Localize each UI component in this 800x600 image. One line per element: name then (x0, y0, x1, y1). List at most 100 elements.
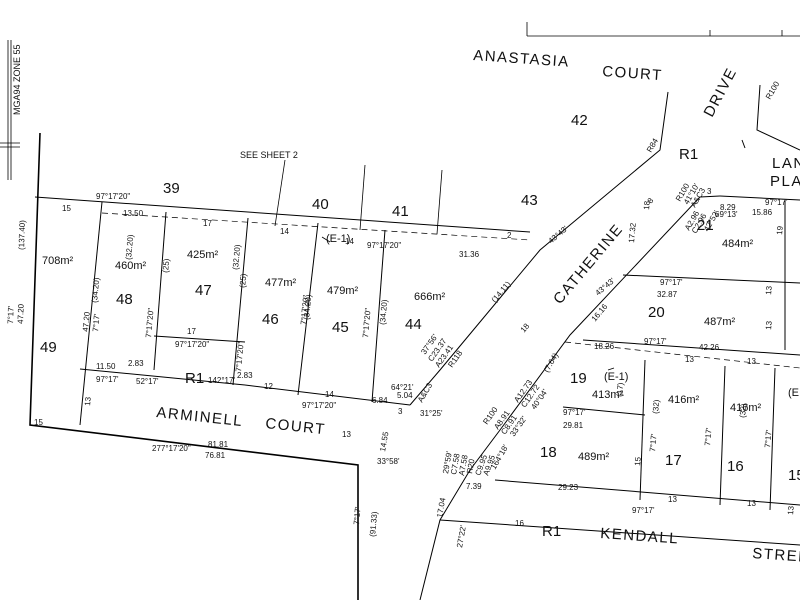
dim: 7°17' (91, 313, 102, 332)
dim: 97°17' (96, 375, 119, 384)
sheet-note: SEE SHEET 2 (240, 150, 298, 160)
dim: 7°17' (648, 433, 659, 452)
dim: 97°17'20" (96, 192, 130, 201)
dim: 47.20 (81, 311, 92, 332)
dim: 5.04 (397, 391, 413, 400)
dim: 31°25' (420, 409, 443, 418)
dim: 13 (764, 285, 774, 295)
dim: 3 (707, 187, 712, 196)
dim: 12 (264, 382, 273, 391)
dim: 2 (507, 231, 512, 240)
dimension-labels: 97°17'20" 15 13.50 17 14 14 97°17'20" 31… (6, 79, 796, 548)
dim: 13 (747, 357, 756, 366)
dim: 42.26 (699, 343, 720, 352)
dim: 7°17' (6, 305, 16, 324)
lot-18: 18 (540, 444, 557, 461)
dim: 2.83 (128, 359, 144, 368)
easement-e1-b: (E-1) (604, 371, 628, 383)
dim: 14 (280, 227, 289, 236)
dim: 7°17'20" (361, 308, 373, 339)
lot-47: 47 (195, 282, 212, 299)
dim: 16 (515, 519, 524, 528)
lot-21-area: 484m² (722, 238, 754, 250)
lot-48: 48 (116, 291, 133, 308)
lot-40: 40 (312, 196, 329, 213)
lot-20: 20 (648, 304, 665, 321)
lot-19-area: 413m² (592, 389, 624, 401)
dim: (25) (238, 273, 248, 288)
dim: 13.50 (123, 209, 144, 218)
dim: A&C3 (416, 381, 435, 404)
dim: 13 (764, 320, 774, 330)
dim: 32.87 (657, 290, 678, 299)
road-court-arminell: COURT (265, 415, 327, 438)
dim: R20 (465, 458, 477, 475)
dim: 15 (62, 204, 71, 213)
lot-47-area: 425m² (187, 249, 219, 261)
dim: (25) (161, 258, 171, 273)
dim: 7°17' (703, 427, 714, 446)
dim: 14 (345, 237, 354, 246)
dim: 8.29 (720, 203, 736, 212)
dim: 69°13' (715, 210, 738, 219)
dim: 3 (398, 407, 403, 416)
dim: 14 (325, 390, 334, 399)
dim: 17.04 (435, 497, 447, 519)
lot-46: 46 (262, 311, 279, 328)
lot-44-area: 666m² (414, 291, 446, 303)
dim: (7.64) (542, 351, 560, 374)
dim: 8 (646, 196, 656, 206)
road-street: STREE (752, 545, 800, 566)
road-kendall: KENDALL (600, 525, 680, 547)
dim: 13 (786, 505, 796, 515)
dim: 11.50 (96, 362, 116, 371)
easement-e1-a: (E-1) (326, 233, 350, 245)
dim: 15 (633, 456, 643, 466)
dim: 52°17' (136, 377, 159, 386)
dim: (34.20) (90, 277, 101, 303)
dim: (32.20) (231, 244, 242, 270)
lot-20-area: 487m² (704, 316, 736, 328)
road-court-top: COURT (602, 63, 664, 84)
dim: R100 (764, 79, 782, 101)
dim: (137.40) (17, 220, 27, 250)
lot-49-area: 708m² (42, 255, 74, 267)
reserve-r1-arminell: R1 (185, 370, 204, 387)
dim: 16.16 (590, 302, 610, 324)
dim: 7°17'20" (144, 308, 156, 339)
dim: 142°17' (208, 376, 235, 385)
dim: 97°17' (660, 278, 683, 287)
lot-41: 41 (392, 203, 409, 220)
lot-17-area: 416m² (668, 394, 700, 406)
dim: 97°17' (632, 506, 655, 515)
road-anastasia: ANASTASIA (473, 47, 571, 71)
reserve-r1-north: R1 (679, 146, 698, 163)
dim: 18.26 (594, 342, 615, 351)
dim: 13 (685, 355, 694, 364)
dim: 7°17'20" (234, 342, 246, 373)
dim: A7.58 (457, 454, 470, 477)
dim: (32) (651, 399, 661, 414)
lot-21: 21 (697, 217, 714, 234)
lot-18-area: 489m² (578, 451, 610, 463)
dim: 43°43' (547, 224, 570, 246)
dim: 7.39 (466, 482, 482, 491)
lot-42: 42 (571, 112, 588, 129)
dim: (34.20) (378, 299, 389, 325)
dim: 76.81 (205, 451, 226, 460)
dim: 97°17'20" (175, 340, 209, 349)
dim: 43°43' (594, 276, 617, 298)
dim: 97°17' (644, 337, 667, 346)
dim: 7°17'20" (299, 295, 311, 326)
dim: 81.81 (208, 440, 229, 449)
boundaries (29, 84, 800, 600)
dim: 64°21' (391, 383, 414, 392)
title-frame (526, 22, 800, 37)
leader-lines (321, 236, 615, 371)
easements (101, 212, 800, 369)
dim: 13 (342, 430, 351, 439)
dim: 18 (519, 321, 532, 334)
lot-labels: 39 40 41 42 43 44 666m² 45 479m² 46 477m… (40, 112, 800, 540)
dim: 14.55 (378, 431, 390, 453)
